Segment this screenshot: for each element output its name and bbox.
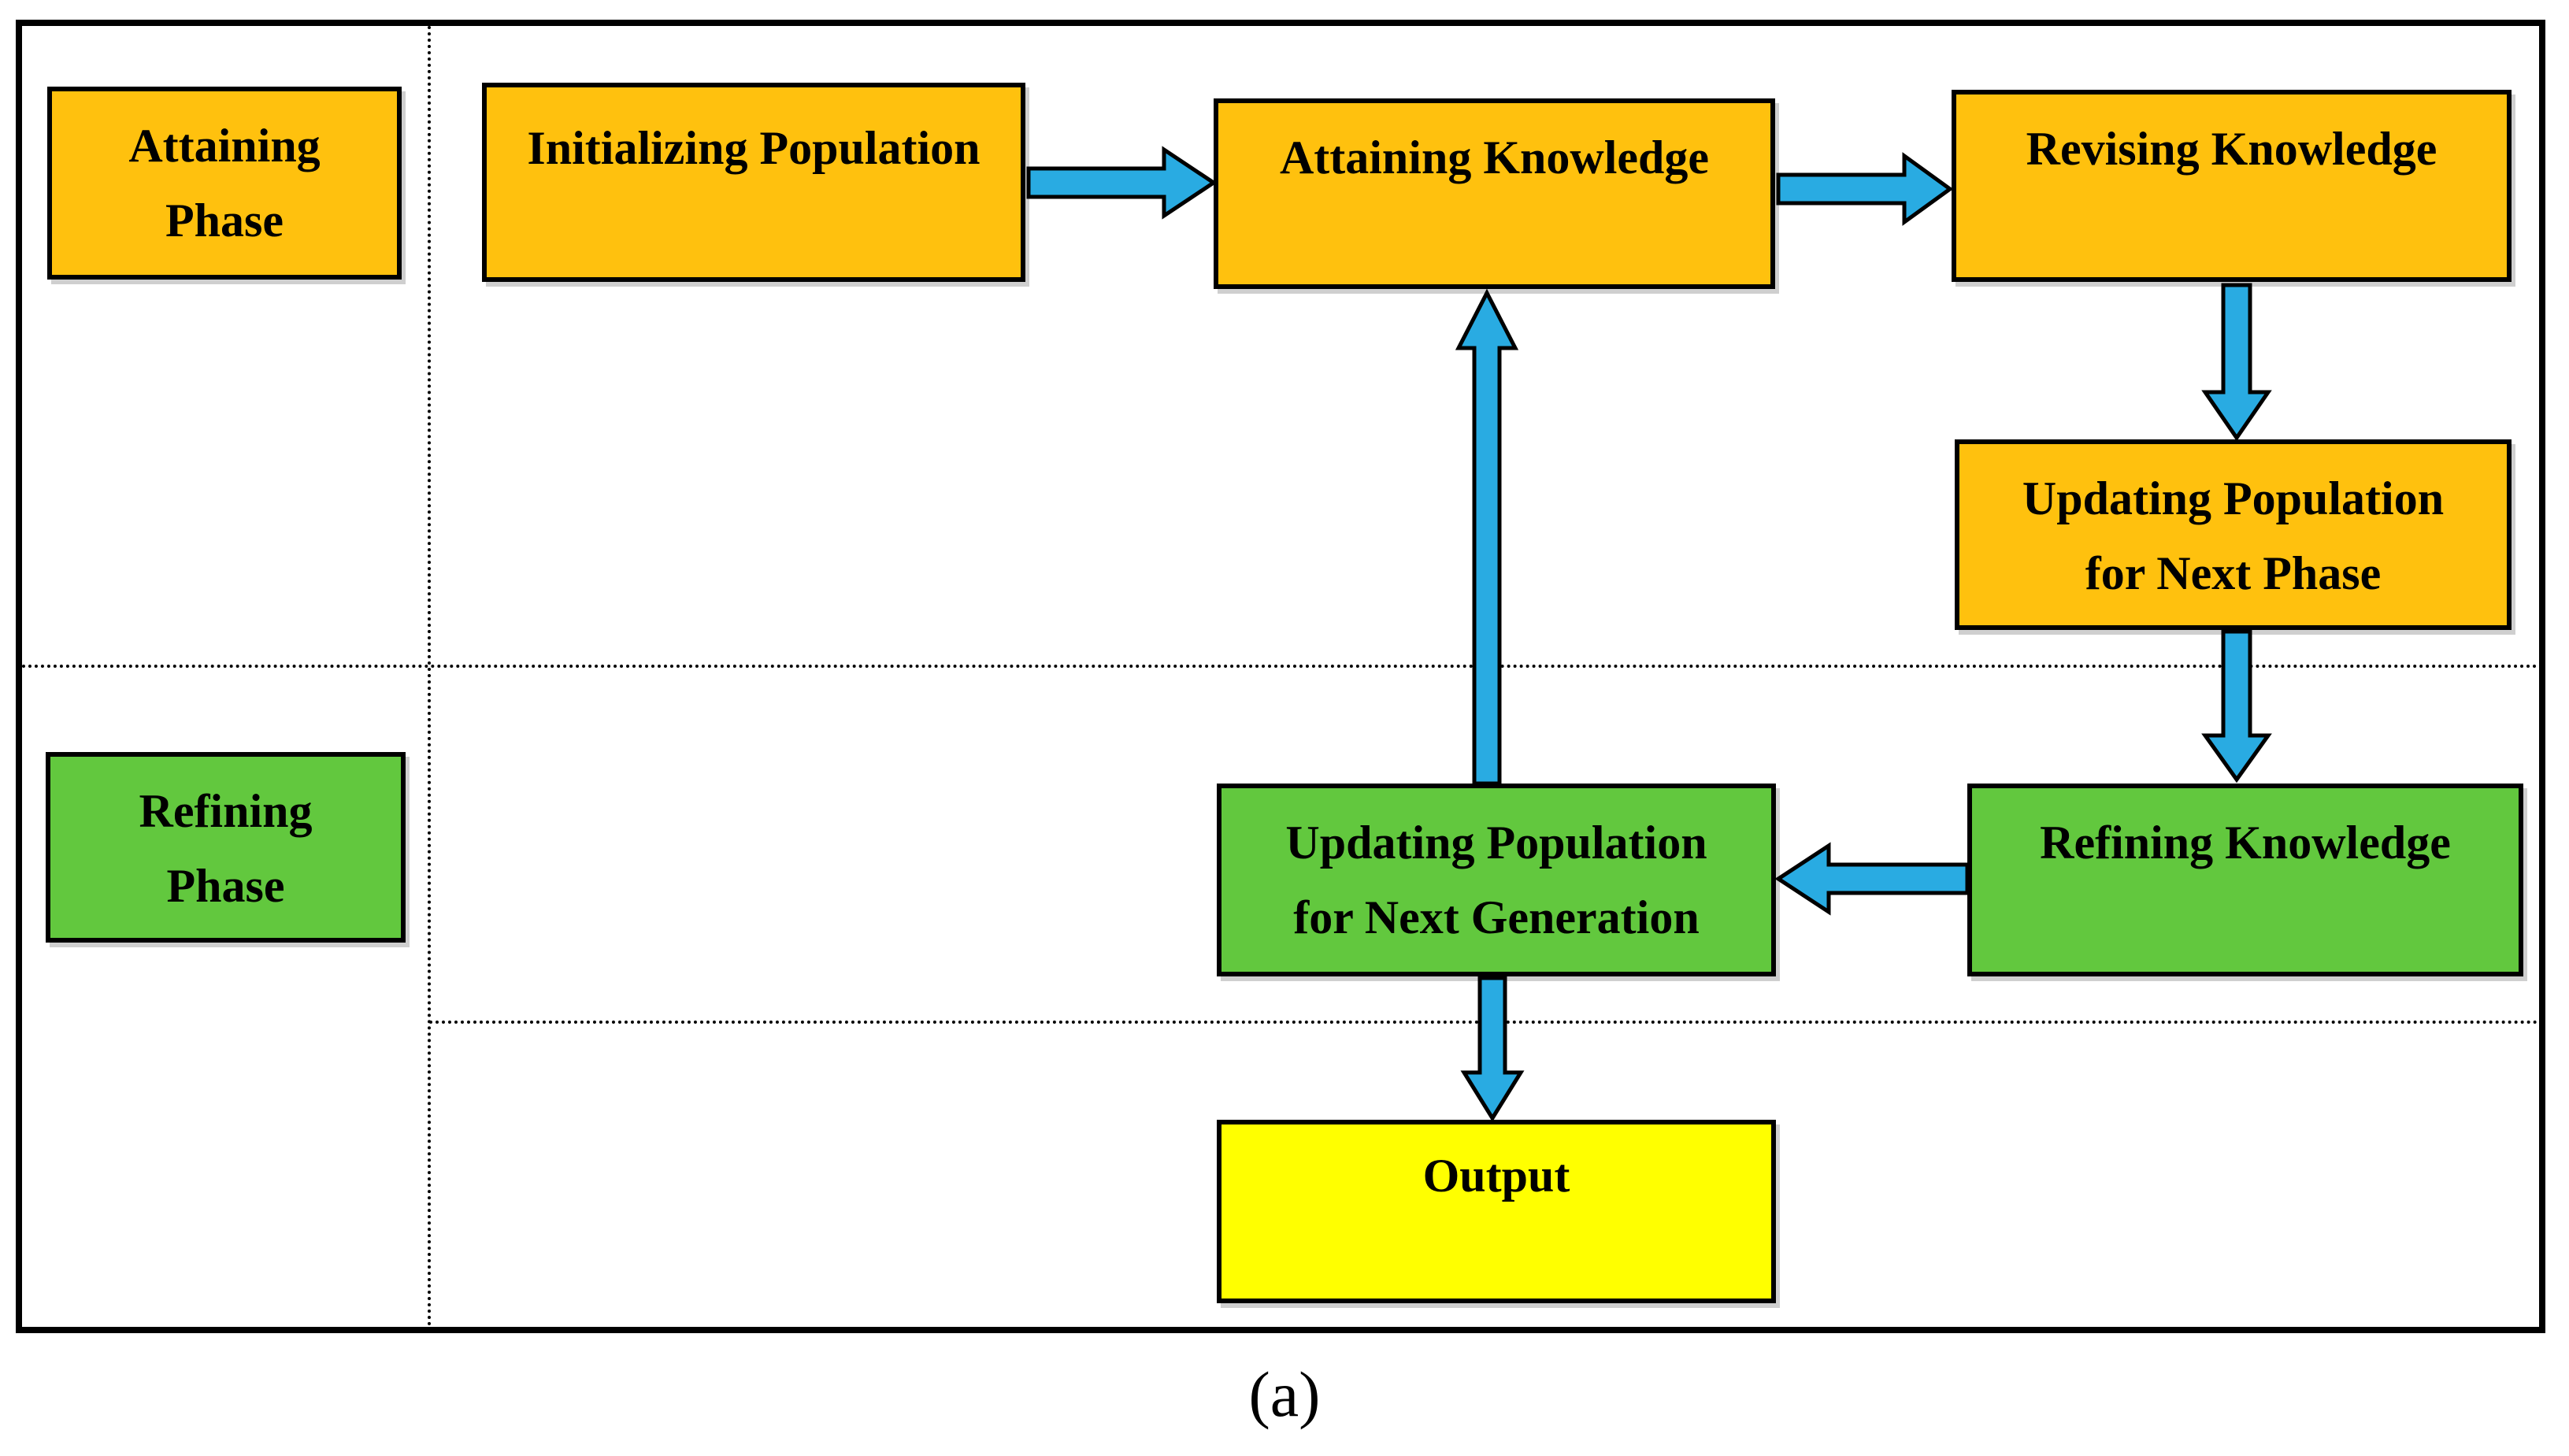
node-updating-population-for-next-phase: Updating Population for Next Phase (1955, 439, 2512, 630)
node-label-line: Revising Knowledge (2026, 123, 2437, 175)
node-refining-knowledge: Refining Knowledge (1967, 784, 2523, 976)
node-label-line: Refining Knowledge (2040, 817, 2451, 869)
node-label-line: Updating Population (2022, 472, 2445, 524)
node-label-line: Updating Population (1285, 817, 1707, 869)
node-label-line: for Next Generation (1293, 891, 1700, 943)
phase-column-divider-dotted-line (428, 20, 431, 1333)
node-label-line: Phase (165, 195, 284, 246)
node-initializing-population: Initializing Population (482, 83, 1025, 282)
refining-output-divider-dotted-line (429, 1021, 2545, 1024)
node-updating-population-for-next-generation: Updating Population for Next Generation (1217, 784, 1776, 976)
attaining-refining-divider-dotted-line (16, 665, 2545, 668)
node-refining-phase: Refining Phase (46, 752, 406, 943)
node-revising-knowledge: Revising Knowledge (1952, 90, 2512, 282)
node-attaining-knowledge: Attaining Knowledge (1214, 98, 1775, 289)
node-label-line: Phase (166, 860, 285, 912)
node-attaining-phase: Attaining Phase (47, 87, 402, 280)
node-label-line: Output (1422, 1150, 1570, 1202)
node-label-line: Attaining (128, 120, 321, 172)
node-output: Output (1217, 1120, 1776, 1303)
node-label-line: Refining (139, 785, 313, 837)
figure-caption: (a) (1248, 1358, 1321, 1430)
node-label-line: Initializing Population (527, 122, 981, 174)
node-label-line: for Next Phase (2085, 547, 2382, 599)
node-label-line: Attaining Knowledge (1279, 132, 1710, 183)
diagram-outer-border (16, 20, 2545, 1333)
